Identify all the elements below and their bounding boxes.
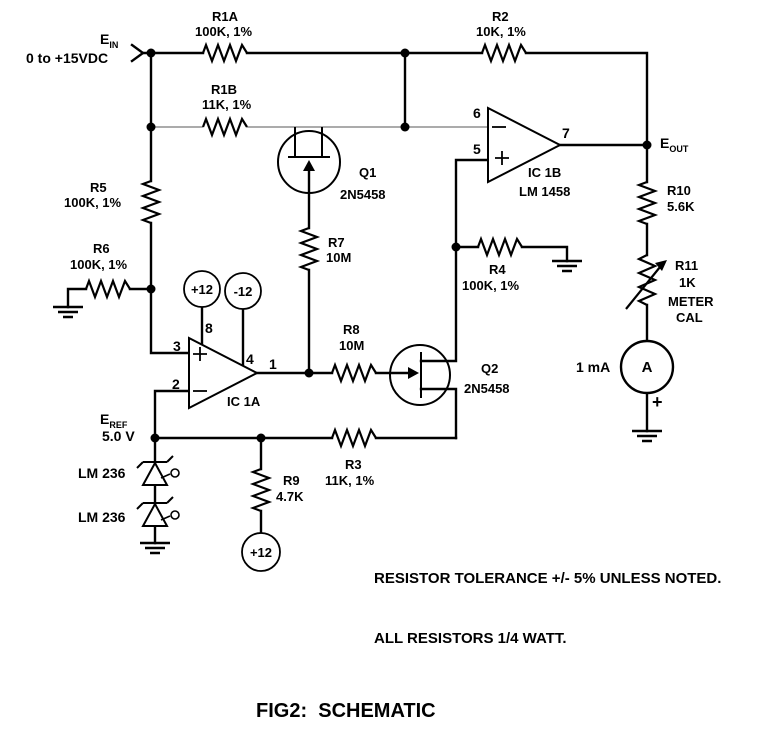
tolerance-note-line1: RESISTOR TOLERANCE +/- 5% UNLESS NOTED. [374,569,722,587]
resistor-r3-symbol [330,426,377,450]
resistor-r1a-name: R1A [212,9,239,24]
supply-pos12-b-label: +12 [249,545,273,560]
ic1b-pin5-label: 5 [473,141,481,157]
ammeter-symbol [619,339,675,395]
meter-range-label: 1 mA [576,359,611,375]
supply-pos12-a-circle [183,270,221,308]
node-ein-label: EIN [100,31,119,50]
resistor-r9-name: R9 [283,473,300,488]
resistor-r7-symbol [297,226,321,272]
node-eref-label: EREF [100,411,128,430]
jfet-q2-part: 2N5458 [464,381,510,396]
resistor-r6-symbol [84,277,131,301]
resistor-r9-value: 4.7K [276,489,304,504]
tolerance-note: RESISTOR TOLERANCE +/- 5% UNLESS NOTED. … [374,528,721,670]
node-ein-range: 0 to +15VDC [26,50,109,66]
resistor-symbols [84,41,659,513]
ic1b-pin7-label: 7 [562,125,570,141]
resistor-r6-name: R6 [93,241,110,256]
node-eref-value: 5.0 V [102,428,135,444]
figure-title: FIG2: SCHEMATIC [256,700,436,722]
ground-icon [552,259,582,273]
resistor-r7-name: R7 [328,235,345,250]
resistor-r3-name: R3 [345,457,362,472]
supply-pos12-b-circle [241,532,281,572]
resistor-r1a-value: 100K, 1% [195,24,253,39]
resistor-r8-symbol [330,361,377,385]
node-eout-label: EOUT [660,135,689,154]
ic1a-pin8-label: 8 [205,320,213,336]
resistor-r1b-name: R1B [211,82,238,97]
resistor-r4-value: 100K, 1% [462,278,520,293]
ic1a-name: IC 1A [227,394,261,409]
resistor-r9-symbol [249,467,273,513]
resistor-r3-value: 11K, 1% [325,473,375,488]
resistor-r4-name: R4 [489,262,506,277]
resistor-r1a-symbol [201,41,248,65]
zener-d1-part: LM 236 [78,465,126,481]
resistor-r5-name: R5 [90,180,107,195]
supply-neg12-a-circle [224,272,262,310]
supply-neg12-a-label: -12 [233,284,253,299]
input-arrow-icon [130,43,146,63]
supply-pos12-a-label: +12 [190,282,214,297]
meter-polarity-label: + [652,392,663,412]
resistor-r11-note1: METER [668,294,714,309]
jfet-q1-name: Q1 [359,165,377,180]
resistor-r4-symbol [476,235,523,259]
ground-icon [53,305,83,319]
resistor-r10-value: 5.6K [667,199,695,214]
resistor-r11-symbol [636,254,658,306]
resistor-r1b-symbol [201,115,248,139]
resistor-r8-value: 10M [339,338,365,353]
ic1b-part: LM 1458 [519,184,571,199]
resistor-r2-value: 10K, 1% [476,24,526,39]
ic1b-name: IC 1B [528,165,562,180]
resistor-r11-note2: CAL [676,310,703,325]
main-wires [66,43,649,545]
jfet-q2-name: Q2 [481,361,499,376]
resistor-r7-value: 10M [326,250,352,265]
jfet-q1-part: 2N5458 [340,187,386,202]
resistor-r2-symbol [480,41,527,65]
opamp-ic1b-symbol [487,106,563,184]
ic1a-pin1-label: 1 [269,356,277,372]
ic1a-pin4-label: 4 [246,351,254,367]
resistor-r8-name: R8 [343,322,360,337]
resistor-r10-name: R10 [667,183,691,198]
resistor-r5-symbol [139,179,163,225]
ic1a-pin2-label: 2 [172,376,180,392]
ground-icon [140,541,170,555]
resistor-r1b-value: 11K, 1% [202,97,252,112]
resistor-r10-symbol [635,180,659,226]
meter-symbol-label: A [641,359,653,376]
resistor-r5-value: 100K, 1% [64,195,122,210]
resistor-r11-name: R11 [675,258,699,273]
jfet-q2-symbol [389,344,451,406]
tolerance-note-line2: ALL RESISTORS 1/4 WATT. [374,630,567,648]
zener-d2-symbol [136,496,180,527]
resistor-r6-value: 100K, 1% [70,257,128,272]
opamp-ic1a-symbol [188,336,260,410]
ground-icon [632,429,662,443]
ic1a-pin3-label: 3 [173,338,181,354]
junction-dots [146,48,652,443]
zener-d1-symbol [136,455,180,486]
resistor-r11-value: 1K [679,275,696,290]
ic1b-pin6-label: 6 [473,105,481,121]
jfet-q1-symbol [277,127,341,194]
resistor-r2-name: R2 [492,9,509,24]
zener-d2-part: LM 236 [78,509,126,525]
potentiometer-arrow-icon [625,260,667,310]
